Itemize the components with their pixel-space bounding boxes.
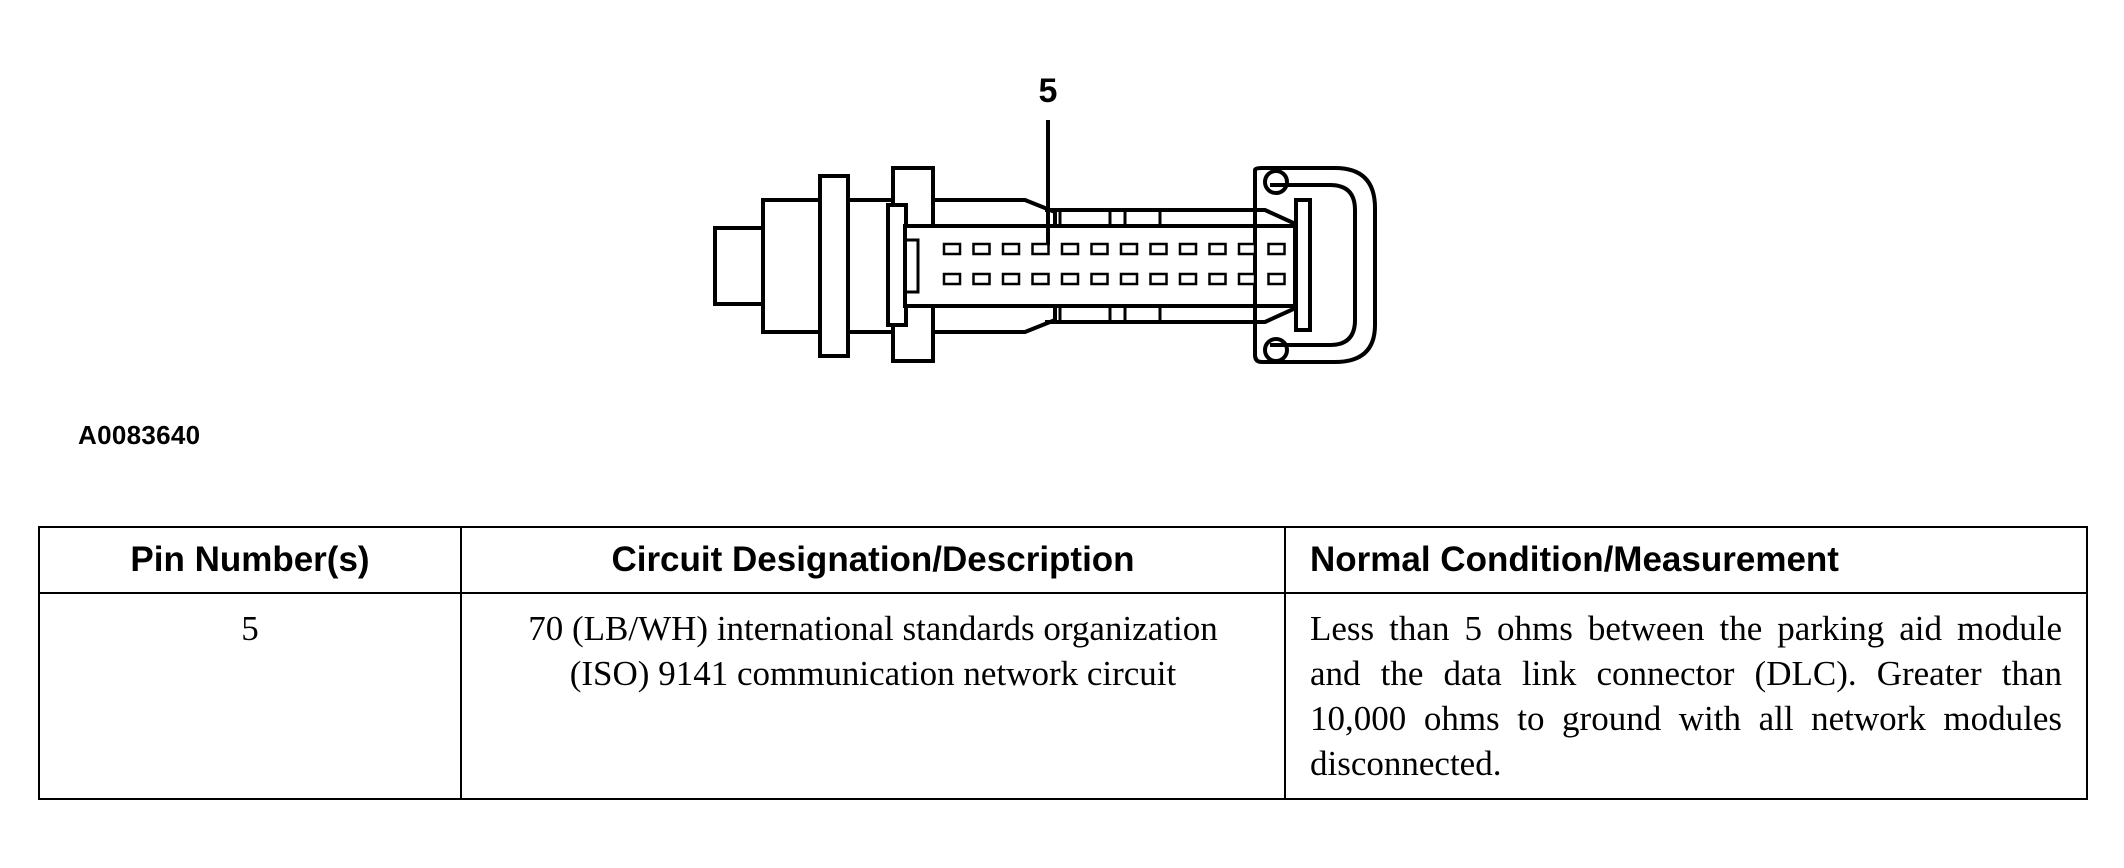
pin-cavity — [1208, 242, 1227, 256]
shroud-bottom — [1045, 304, 1301, 324]
pin-cavity — [1149, 272, 1168, 286]
header-circuit: Circuit Designation/Description — [460, 526, 1286, 594]
pin-cavity — [972, 242, 991, 256]
connector-diagram: 5 — [713, 72, 1377, 364]
header-pin-number: Pin Number(s) — [38, 526, 462, 594]
connector-head — [1253, 166, 1377, 364]
pin-cavity — [1149, 242, 1168, 256]
pin-cavity — [1031, 242, 1050, 256]
connector-head-inner — [1270, 183, 1357, 347]
pin-cavity — [1178, 272, 1198, 286]
pin-cavity — [1178, 242, 1198, 256]
pin-cavity — [1267, 242, 1286, 256]
pin-cavity — [1090, 242, 1109, 256]
pin-cavity — [1237, 272, 1257, 286]
pin-cavity — [942, 242, 962, 256]
pin-cavity — [1119, 272, 1139, 286]
pin-cavity — [1090, 272, 1109, 286]
pin-cavity — [1060, 242, 1080, 256]
pin-cavity — [1001, 242, 1021, 256]
table-header-row: Pin Number(s) Circuit Designation/Descri… — [38, 526, 2088, 594]
cell-pin: 5 — [38, 592, 462, 800]
pin-cavity — [1060, 272, 1080, 286]
pin-housing — [903, 224, 1297, 308]
connector-rear-stub — [713, 226, 765, 306]
connector-drawing: 5 — [713, 72, 1377, 364]
latch-bar — [1294, 198, 1312, 332]
mount-hole-top — [1263, 169, 1289, 195]
figure-id: A0083640 — [78, 420, 201, 450]
connector-collar-1 — [818, 174, 850, 358]
pin-table: Pin Number(s) Circuit Designation/Descri… — [38, 526, 2088, 800]
pin-grid — [942, 242, 1286, 286]
pin-cavity — [1208, 272, 1227, 286]
cell-circuit: 70 (LB/WH) international standards organ… — [460, 592, 1286, 800]
shroud-top — [1045, 208, 1301, 228]
callout-label: 5 — [1039, 72, 1058, 110]
pin-cavity — [1267, 272, 1286, 286]
pin-cavity — [1001, 272, 1021, 286]
pin-cavity — [1237, 242, 1257, 256]
pin-cavity — [1119, 242, 1139, 256]
cell-condition: Less than 5 ohms between the parking aid… — [1284, 592, 2088, 800]
pin-cavity — [1031, 272, 1050, 286]
header-condition: Normal Condition/Measurement — [1284, 526, 2088, 594]
table-row: 5 70 (LB/WH) international standards org… — [38, 592, 2088, 800]
pin-cavity — [942, 272, 962, 286]
pin-cavity — [972, 272, 991, 286]
mount-hole-bottom — [1263, 337, 1289, 363]
